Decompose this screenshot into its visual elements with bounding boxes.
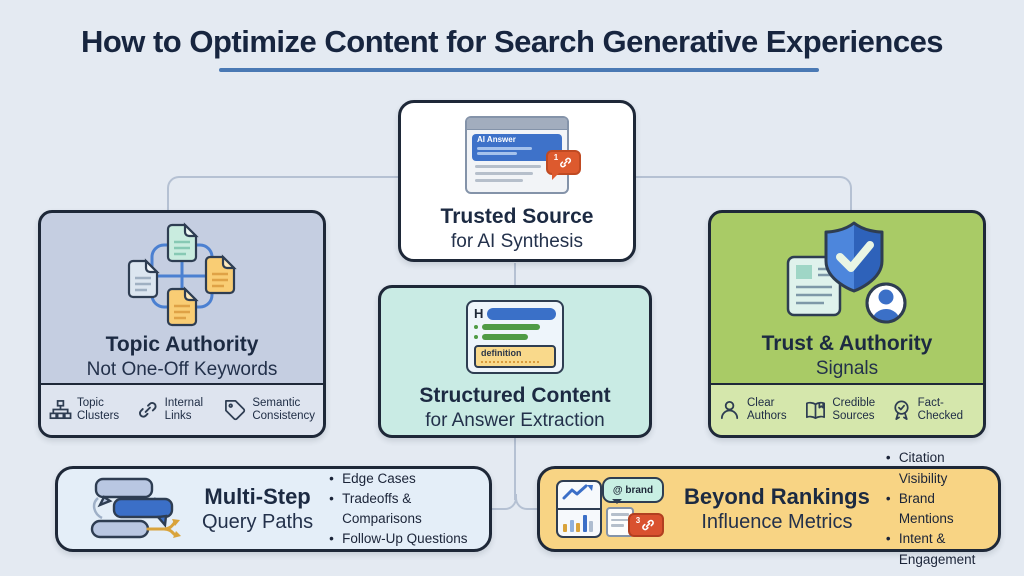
- node-topic-authority: Topic Authority Not One-Off Keywords Top…: [38, 210, 326, 438]
- text-line: [475, 172, 533, 175]
- node-title-block: Multi-Step Query Paths: [202, 484, 313, 534]
- node-title: Beyond Rankings: [684, 483, 870, 509]
- beyond-rankings-bullet-list: Citation Visibility Brand Mentions Inten…: [886, 448, 982, 570]
- footer-label: Internal Links: [164, 397, 204, 422]
- bullet-item: Follow-Up Questions: [329, 529, 473, 550]
- text-line: [475, 179, 523, 182]
- footer-label: Topic Clusters: [77, 397, 120, 422]
- page-title: How to Optimize Content for Search Gener…: [80, 24, 944, 59]
- text-line: [475, 165, 541, 168]
- node-title: Trusted Source: [440, 205, 594, 228]
- citation-count: 3: [635, 516, 641, 525]
- footer-label: Clear Authors: [747, 397, 787, 422]
- node-subtitle: Influence Metrics: [701, 511, 853, 534]
- title-underline: [219, 68, 819, 72]
- footer-item-semantic-consistency: Semantic Consistency: [224, 397, 315, 423]
- connector-branch-left: [492, 494, 517, 510]
- bullet-item: Edge Cases: [329, 469, 473, 490]
- connector-branch-right: [515, 494, 540, 510]
- connector-top-right: [636, 176, 852, 212]
- citation-count: 1: [553, 153, 559, 162]
- node-trusted-source: AI Answer 1 Trusted Source for AI Synthe…: [398, 100, 636, 262]
- metrics-icon-cluster: @ brand 3: [556, 477, 668, 541]
- bullet-dot: [474, 335, 478, 339]
- text-line: [477, 146, 532, 150]
- node-subtitle: Not One-Off Keywords: [86, 359, 278, 381]
- node-title: Multi-Step: [204, 483, 311, 509]
- chat-bubbles-branch-icon: [90, 477, 181, 539]
- book-icon: [806, 401, 826, 419]
- document-icon: [786, 255, 842, 317]
- structured-page-mock: H definition: [466, 300, 564, 374]
- definition-label: definition: [481, 348, 522, 358]
- heading-marker: H: [474, 306, 484, 321]
- citation-badge: 1: [546, 150, 581, 180]
- citation-link-badge: 3: [628, 513, 664, 537]
- node-subtitle: for Answer Extraction: [425, 410, 605, 432]
- link-icon: [642, 519, 655, 530]
- divider: [558, 508, 600, 510]
- footer-item-clear-authors: Clear Authors: [719, 397, 804, 423]
- tag-icon: [225, 399, 246, 420]
- node-beyond-rankings: @ brand 3 Beyond Rankings Influence Metr…: [537, 448, 1001, 567]
- node-multi-step-queries: Multi-Step Query Paths Edge Cases Tradeo…: [55, 466, 492, 552]
- brand-mention-bubble: @ brand: [602, 477, 664, 504]
- connector-top-left: [167, 176, 400, 212]
- footer-label: Credible Sources: [832, 397, 876, 422]
- node-subtitle: Query Paths: [202, 511, 314, 534]
- ai-answer-label: AI Answer: [477, 135, 516, 144]
- bar-chart-icon: [563, 515, 593, 532]
- connector-structured-to-bottom: [514, 438, 516, 500]
- dotted-line: [481, 360, 539, 363]
- sitemap-icon: [49, 399, 72, 419]
- node-title: Trust & Authority: [761, 332, 933, 355]
- footer-label: Semantic Consistency: [252, 397, 315, 422]
- link-icon: [138, 401, 157, 418]
- ai-answer-panel: AI Answer: [472, 134, 562, 161]
- footer-label: Fact-Checked: [917, 397, 964, 422]
- text-line: [482, 334, 528, 340]
- brand-label: @ brand: [612, 484, 654, 496]
- document-cluster-icon: [127, 222, 237, 327]
- footer-item-credible-sources: Credible Sources: [804, 397, 889, 423]
- node-title: Topic Authority: [105, 333, 259, 356]
- footer-item-fact-checked: Fact-Checked: [890, 397, 975, 423]
- bullet-dot: [474, 325, 478, 329]
- footer-item-topic-clusters: Topic Clusters: [49, 397, 137, 423]
- award-check-icon: [894, 400, 909, 420]
- trust-signals-footer: Clear Authors Credible Sources Fact-Chec…: [711, 383, 983, 435]
- node-trust-signals: Trust & Authority Signals Clear Authors …: [708, 210, 986, 438]
- footer-item-internal-links: Internal Links: [137, 397, 225, 423]
- person-icon: [720, 400, 739, 419]
- browser-toolbar: [467, 118, 567, 130]
- node-title: Structured Content: [419, 384, 611, 407]
- node-subtitle: Signals: [815, 358, 879, 380]
- node-structured-content: H definition Structured Content for Answ…: [378, 285, 652, 438]
- trend-up-icon: [562, 484, 593, 500]
- bullet-item: Citation Visibility: [886, 448, 982, 489]
- node-subtitle: for AI Synthesis: [450, 231, 583, 253]
- bullet-item: Intent & Engagement: [886, 529, 982, 570]
- link-icon: [560, 157, 572, 167]
- definition-box: definition: [474, 345, 556, 368]
- connector-trusted-to-structured: [514, 263, 516, 285]
- text-line: [482, 324, 540, 330]
- author-avatar-icon: [865, 282, 907, 324]
- node-title-block: Beyond Rankings Influence Metrics: [684, 484, 870, 534]
- bullet-item: Brand Mentions: [886, 489, 982, 530]
- bullet-item: Tradeoffs & Comparisons: [329, 489, 473, 530]
- topic-authority-footer: Topic Clusters Internal Links Semantic C…: [41, 383, 323, 435]
- shield-check-icon: [786, 221, 907, 324]
- heading-bar: [487, 307, 556, 320]
- analytics-card-icon: [556, 480, 602, 538]
- text-line: [477, 151, 517, 155]
- multi-step-bullet-list: Edge Cases Tradeoffs & Comparisons Follo…: [329, 469, 473, 550]
- ai-answer-browser-mock: AI Answer 1: [465, 116, 581, 194]
- shield-icon: [824, 221, 884, 293]
